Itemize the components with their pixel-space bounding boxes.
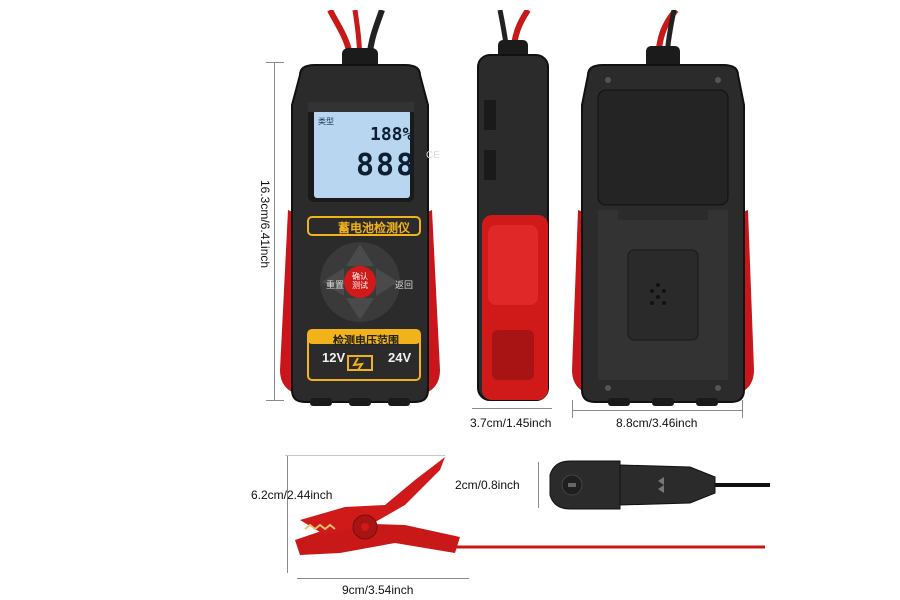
height-dim-tick-bottom bbox=[266, 400, 284, 401]
confirm-button[interactable]: 确认 测试 bbox=[352, 272, 368, 290]
ce-mark: CE bbox=[426, 150, 440, 161]
lcd-side-label: 类型 bbox=[318, 117, 334, 126]
width-dim-line bbox=[572, 410, 742, 411]
height-dim-tick-top bbox=[266, 62, 284, 63]
side-view bbox=[477, 10, 549, 401]
lcd-top-value: 188% bbox=[370, 124, 414, 145]
voltage-low: 12V bbox=[322, 350, 346, 365]
reset-label: 重置 bbox=[326, 281, 345, 291]
connector-view bbox=[549, 460, 770, 510]
range-title: 检测电压范围 bbox=[333, 334, 399, 347]
depth-dim-line bbox=[472, 408, 552, 409]
clamp-height-tick-top bbox=[285, 455, 445, 456]
clamp-height-label: 6.2cm/2.44inch bbox=[251, 488, 333, 502]
voltage-high: 24V bbox=[388, 350, 412, 365]
clamp-length-dim-line bbox=[297, 578, 469, 579]
height-label: 16.3cm/6.41inch bbox=[258, 180, 272, 269]
clamp-height-dim-line bbox=[287, 455, 288, 573]
front-view bbox=[280, 10, 440, 406]
back-label: 返回 bbox=[395, 281, 414, 291]
clamp-length-label: 9cm/3.54inch bbox=[342, 583, 414, 597]
width-dim-tick-left bbox=[572, 400, 573, 418]
depth-label: 3.7cm/1.45inch bbox=[470, 416, 552, 430]
back-view bbox=[572, 10, 754, 406]
lcd-main-value: 888 bbox=[356, 148, 417, 183]
connector-label: 2cm/0.8inch bbox=[455, 478, 520, 492]
connector-dim-line bbox=[538, 462, 539, 508]
width-label: 8.8cm/3.46inch bbox=[616, 416, 698, 430]
height-dim-line bbox=[274, 62, 275, 400]
product-label: 蓄电池检测仪 bbox=[337, 221, 410, 235]
clamp-view bbox=[295, 457, 765, 555]
width-dim-tick-right bbox=[742, 400, 743, 418]
